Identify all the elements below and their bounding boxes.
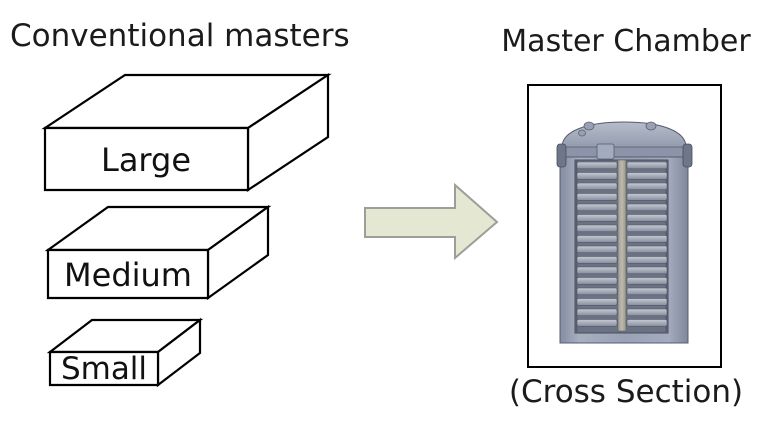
interior-rail-left bbox=[575, 160, 578, 333]
medium-master-box: Medium bbox=[44, 204, 272, 301]
cross-section-caption: (Cross Section) bbox=[508, 374, 744, 410]
small-box-label: Small bbox=[61, 351, 147, 387]
right-section-title: Master Chamber bbox=[501, 24, 751, 59]
right-arrow-icon bbox=[364, 182, 499, 261]
master-chamber-frame bbox=[527, 84, 722, 368]
chamber-top-fitting bbox=[596, 143, 615, 160]
large-master-box: Large bbox=[41, 72, 332, 193]
dome-bolt-left-icon bbox=[583, 121, 595, 131]
flange-clamp-left-icon bbox=[556, 143, 567, 168]
small-master-box: Small bbox=[46, 317, 204, 388]
chamber-trays-right bbox=[626, 161, 668, 327]
chamber-center-rod bbox=[617, 159, 627, 332]
master-chamber-cross-section-image bbox=[556, 121, 693, 344]
large-box-label: Large bbox=[101, 141, 191, 179]
dome-bolt-small-icon bbox=[578, 129, 586, 137]
chamber-flange bbox=[557, 146, 691, 158]
medium-box-label: Medium bbox=[64, 256, 192, 294]
left-section-title: Conventional masters bbox=[10, 18, 350, 54]
flange-clamp-right-icon bbox=[682, 143, 693, 168]
dome-bolt-right-icon bbox=[645, 121, 657, 131]
chamber-trays-left bbox=[576, 161, 618, 327]
